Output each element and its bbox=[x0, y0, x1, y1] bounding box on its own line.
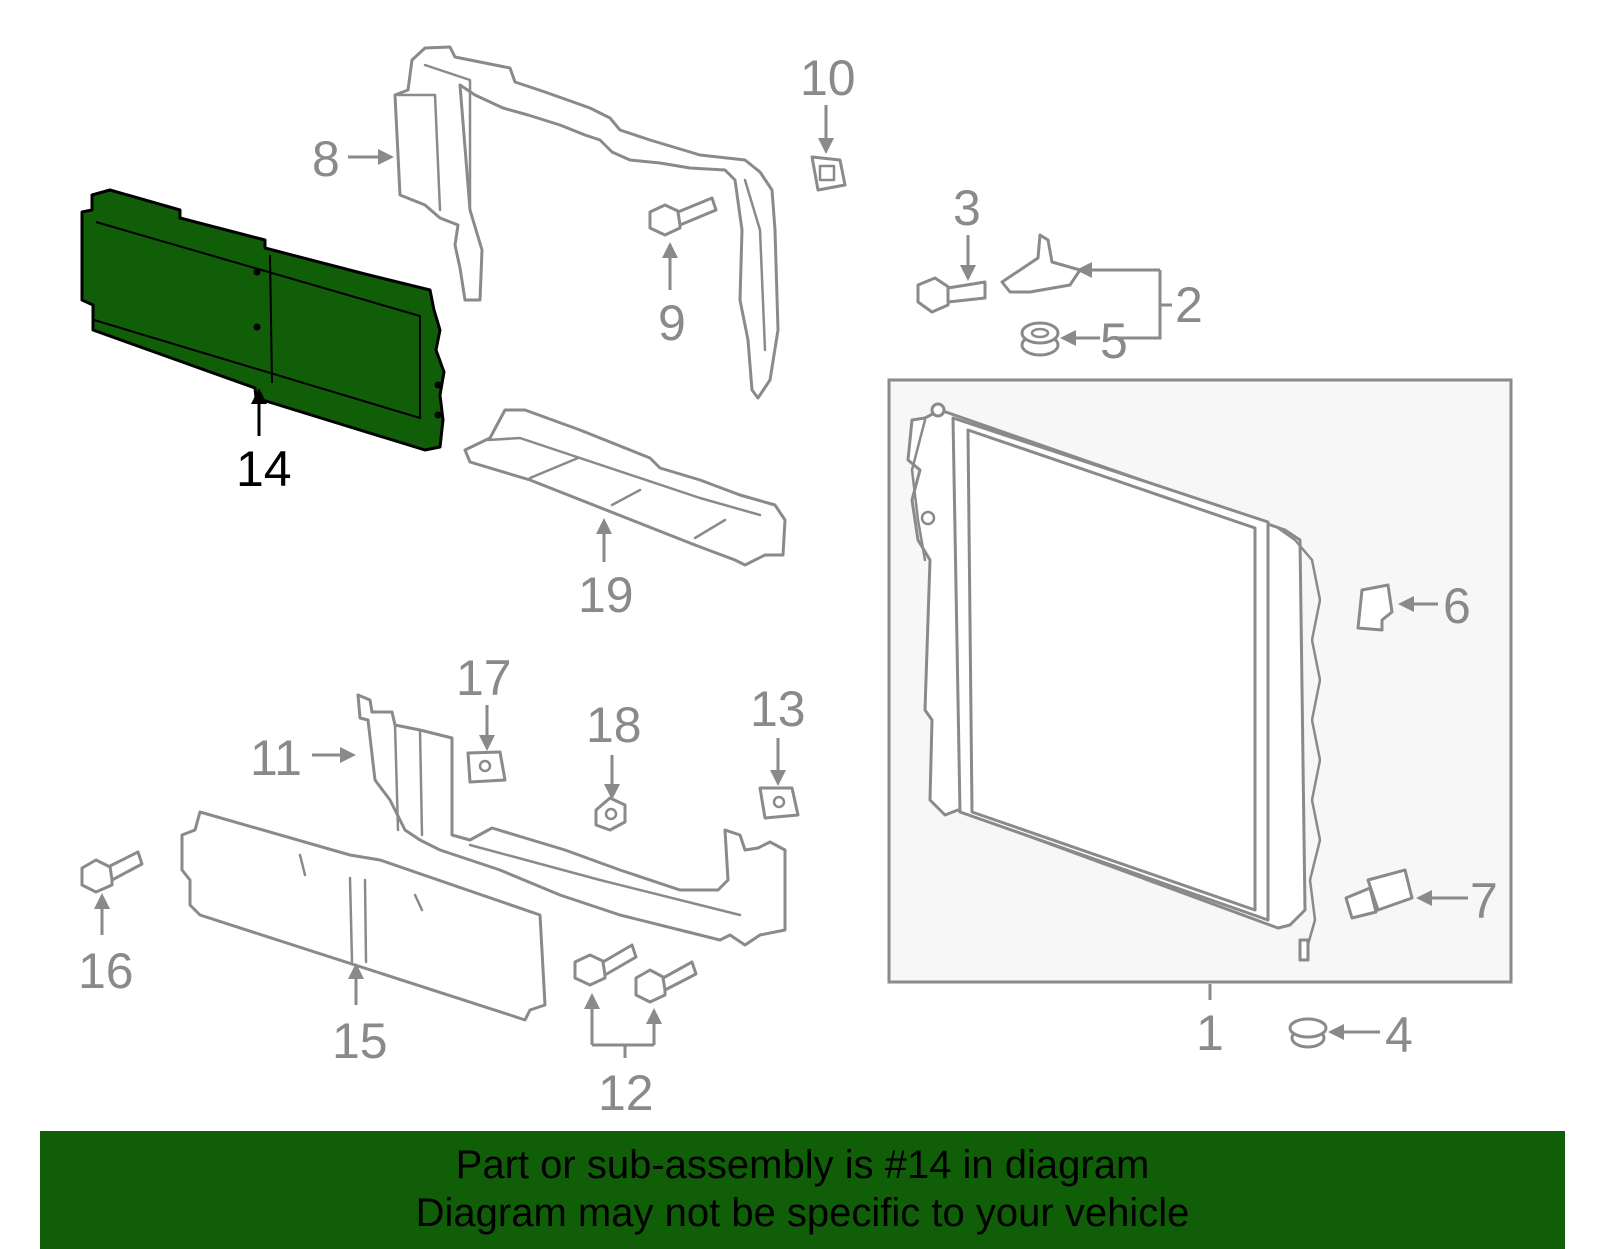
svg-text:13: 13 bbox=[750, 681, 806, 737]
part-17-nut: 17 bbox=[456, 650, 512, 784]
svg-text:4: 4 bbox=[1385, 1007, 1413, 1063]
svg-text:9: 9 bbox=[658, 295, 686, 351]
svg-text:15: 15 bbox=[332, 1013, 388, 1069]
banner-line-2: Diagram may not be specific to your vehi… bbox=[415, 1191, 1190, 1235]
part-10-nut: 10 bbox=[800, 50, 856, 192]
svg-text:6: 6 bbox=[1443, 578, 1471, 634]
part-19-deflector: 19 bbox=[463, 408, 787, 623]
svg-text:16: 16 bbox=[78, 943, 134, 999]
svg-text:3: 3 bbox=[953, 180, 981, 236]
part-2-bracket: 2 bbox=[1000, 233, 1203, 340]
part-5-grommet: 5 bbox=[1020, 313, 1128, 369]
svg-text:2: 2 bbox=[1175, 277, 1203, 333]
svg-text:11: 11 bbox=[250, 730, 302, 786]
svg-text:8: 8 bbox=[312, 131, 340, 187]
svg-text:5: 5 bbox=[1100, 313, 1128, 369]
info-banner: Part or sub-assembly is #14 in diagram D… bbox=[40, 1131, 1565, 1249]
part-6-bracket: 6 bbox=[1356, 578, 1471, 634]
part-3-bolt: 3 bbox=[916, 180, 987, 314]
part-7-sensor: 7 bbox=[1344, 868, 1498, 929]
part-9-bolt: 9 bbox=[648, 196, 718, 351]
svg-text:18: 18 bbox=[586, 697, 642, 753]
part-14-panel[interactable] bbox=[80, 188, 446, 452]
banner-line-1: Part or sub-assembly is #14 in diagram bbox=[455, 1143, 1150, 1187]
part-18-nut: 18 bbox=[586, 697, 642, 832]
svg-text:1: 1 bbox=[1196, 1005, 1224, 1061]
part-8-frame bbox=[393, 45, 780, 400]
callout-1: 1 bbox=[1196, 984, 1224, 1061]
svg-text:12: 12 bbox=[598, 1065, 654, 1121]
callout-8: 8 bbox=[312, 131, 394, 187]
callout-14-label: 14 bbox=[236, 441, 292, 497]
callout-14: 14 bbox=[236, 388, 292, 497]
parts-diagram: 14 8 10 9 3 bbox=[78, 45, 1513, 1121]
svg-text:17: 17 bbox=[456, 650, 512, 706]
part-16-bolt: 16 bbox=[78, 850, 144, 999]
part-15-lower-panel: 15 bbox=[180, 810, 547, 1069]
svg-text:7: 7 bbox=[1470, 873, 1498, 929]
svg-text:10: 10 bbox=[800, 50, 856, 106]
part-4-grommet: 4 bbox=[1288, 1007, 1413, 1063]
part-13-nut: 13 bbox=[750, 681, 806, 820]
part-1-radiator bbox=[906, 402, 1322, 962]
svg-text:19: 19 bbox=[578, 567, 634, 623]
part-12-bolts: 12 bbox=[573, 943, 698, 1121]
part-11-lower-support: 11 bbox=[250, 693, 787, 947]
